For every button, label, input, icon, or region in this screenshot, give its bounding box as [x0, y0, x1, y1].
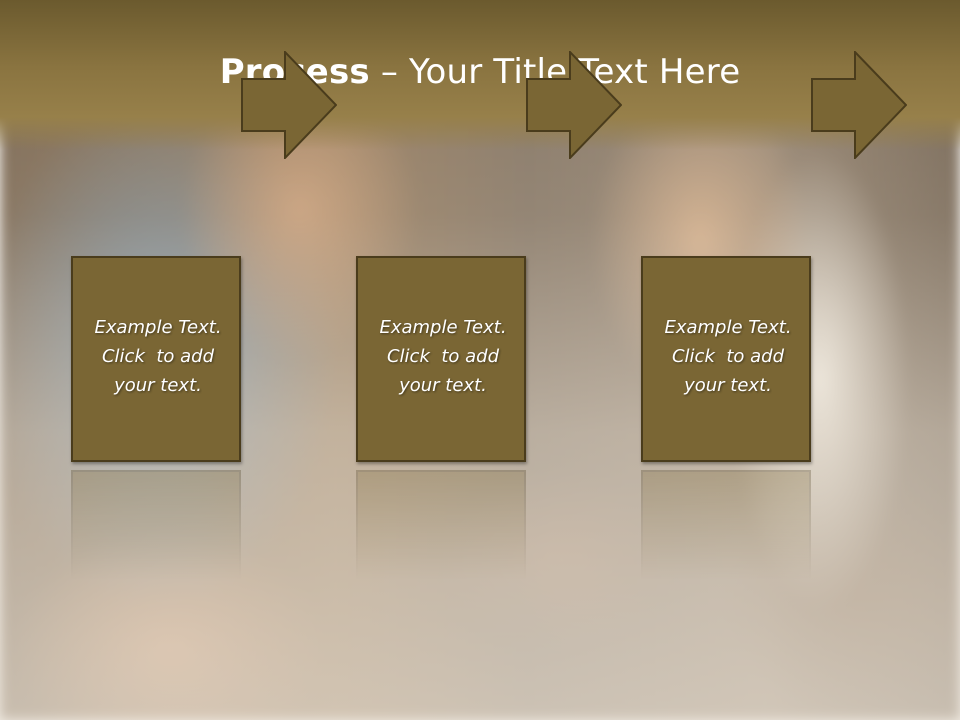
- step-2-arrow-icon: [526, 51, 622, 159]
- process-step-1[interactable]: Example Text. Click to add your text.: [71, 256, 245, 466]
- step-2-reflection: [356, 470, 530, 676]
- step-1-line-3: your text.: [114, 375, 202, 396]
- step-2-line-2: Click to add: [386, 346, 499, 367]
- step-1-box[interactable]: Example Text. Click to add your text.: [71, 256, 241, 462]
- step-2-line-3: your text.: [399, 375, 487, 396]
- step-1-arrow-icon: [241, 51, 337, 159]
- step-3-line-1: Example Text.: [664, 317, 792, 338]
- step-3-line-3: your text.: [684, 375, 772, 396]
- step-3-box[interactable]: Example Text. Click to add your text.: [641, 256, 811, 462]
- process-step-2[interactable]: Example Text. Click to add your text.: [356, 256, 530, 466]
- step-1-text[interactable]: Example Text. Click to add your text.: [73, 313, 243, 400]
- step-3-line-2: Click to add: [671, 346, 784, 367]
- step-1-reflection: [71, 470, 245, 676]
- title-bar: [0, 0, 960, 150]
- step-2-line-1: Example Text.: [379, 317, 507, 338]
- step-1-line-2: Click to add: [101, 346, 214, 367]
- step-3-reflection: [641, 470, 815, 676]
- process-step-3[interactable]: Example Text. Click to add your text.: [641, 256, 815, 466]
- step-2-box[interactable]: Example Text. Click to add your text.: [356, 256, 526, 462]
- step-1-line-1: Example Text.: [94, 317, 222, 338]
- step-3-text[interactable]: Example Text. Click to add your text.: [643, 313, 813, 400]
- step-3-arrow-icon: [811, 51, 907, 159]
- step-2-text[interactable]: Example Text. Click to add your text.: [358, 313, 528, 400]
